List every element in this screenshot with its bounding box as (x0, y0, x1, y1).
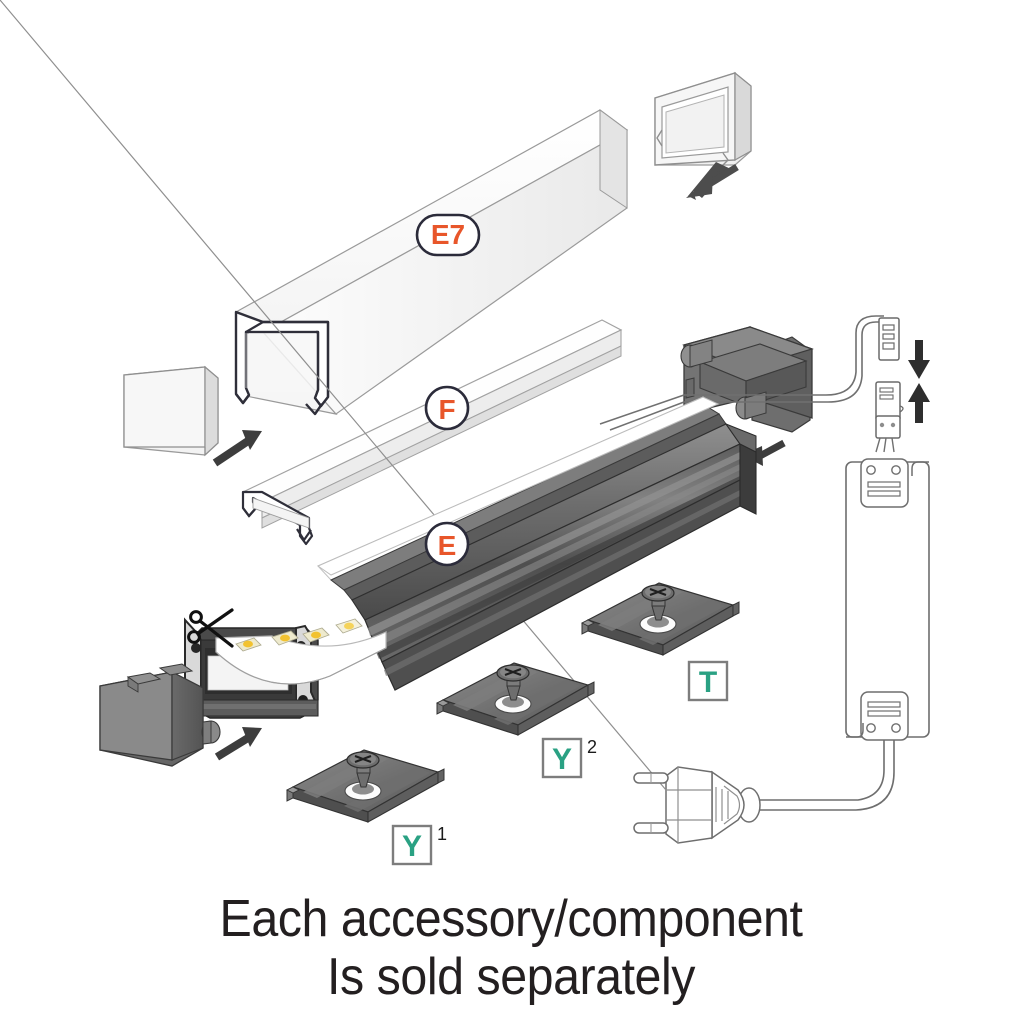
part-connector-female (875, 381, 904, 453)
part-endcap-cable (680, 326, 814, 433)
callout-y1-text: Y (402, 830, 422, 863)
callout-e: E (424, 521, 470, 567)
part-profile-e (184, 396, 757, 719)
part-endcap-right-top (654, 71, 752, 167)
arrow-endcap-top-right (686, 162, 739, 200)
callout-y1-superscript: 1 (437, 824, 447, 844)
callout-f-text: F (438, 394, 455, 425)
part-clip-y2 (435, 662, 595, 736)
led-chip (335, 618, 363, 634)
part-clip-t (580, 582, 740, 656)
callout-y1: Y 1 (391, 824, 447, 866)
cable-mains (752, 740, 895, 811)
callout-f: F (424, 385, 470, 431)
led-chip (302, 627, 330, 643)
part-mains-plug (0, 0, 761, 844)
callout-t: T (687, 660, 729, 702)
callout-e7-text: E7 (431, 219, 465, 250)
led-chip (235, 637, 262, 652)
part-endcap-left-dark (99, 663, 221, 767)
part-driver (845, 458, 930, 741)
arrow-endplate-left (212, 430, 262, 467)
callout-e7: E7 (415, 213, 481, 257)
arrow-connector-down (908, 340, 930, 379)
led-chip (271, 630, 299, 646)
part-clip-y1 (285, 749, 445, 823)
cable-endcap-to-connector (599, 315, 884, 431)
callout-y2-text: Y (552, 743, 572, 776)
callout-t-text: T (699, 666, 717, 699)
callout-e-text: E (438, 530, 457, 561)
part-led-strip (215, 618, 387, 685)
callout-y2: Y 2 (541, 737, 597, 779)
arrow-endcap-dark-left (214, 727, 262, 761)
part-connector-male (878, 317, 900, 361)
arrow-connector-up (908, 383, 930, 423)
scissors-icon (187, 608, 234, 648)
callout-y2-superscript: 2 (587, 737, 597, 757)
part-endcap-left-plain (123, 365, 219, 457)
